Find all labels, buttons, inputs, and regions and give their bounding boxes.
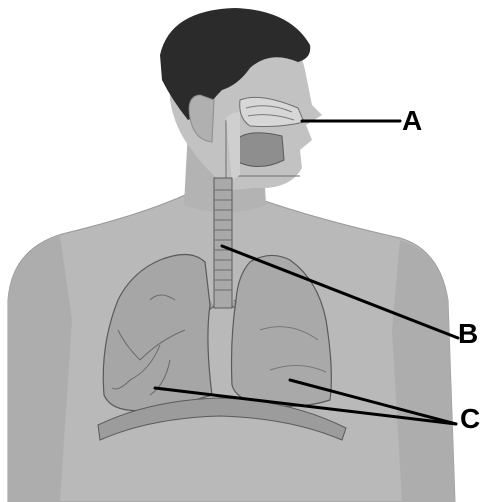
label-c: C [460, 403, 480, 434]
label-a: A [402, 105, 422, 136]
tongue [236, 133, 284, 167]
label-b: B [458, 318, 478, 349]
trachea [214, 178, 232, 308]
right-arm-shading [392, 240, 455, 502]
left-arm-shading [8, 236, 72, 502]
